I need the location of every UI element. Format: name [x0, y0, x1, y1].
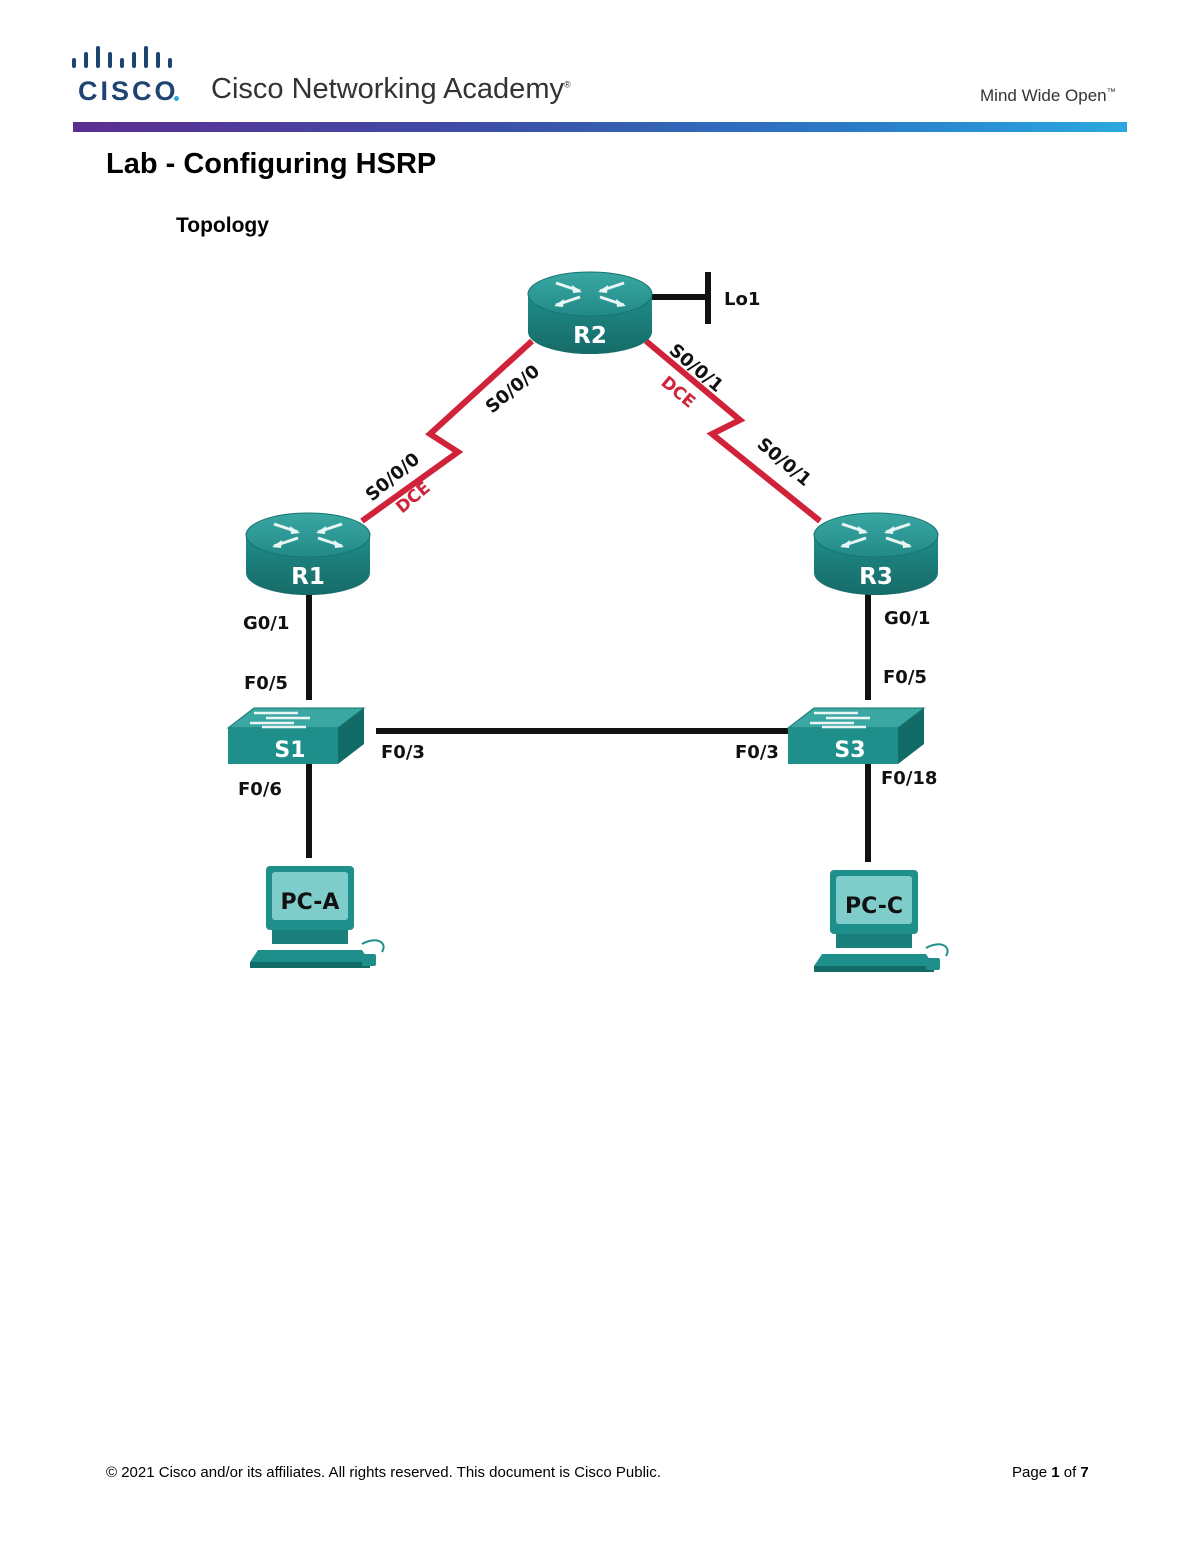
section-heading: Topology	[176, 214, 269, 237]
s3-f018-label: F0/18	[881, 768, 937, 789]
header: CISCO Cisco Networking Academy® Mind Wid…	[0, 0, 1200, 140]
page-total: 7	[1080, 1464, 1089, 1481]
router-r3-label: R3	[859, 564, 893, 590]
router-r2-label: R2	[573, 323, 607, 349]
r3-s001-label: S0/0/1	[753, 434, 815, 491]
academy-text: Cisco Networking Academy	[211, 73, 564, 105]
cisco-logo-bars-icon	[72, 46, 172, 68]
tagline-trademark: ™	[1106, 86, 1116, 97]
r1-g01-label: G0/1	[243, 613, 289, 634]
page-title: Lab - Configuring HSRP	[106, 148, 437, 180]
academy-name: Cisco Networking Academy®	[211, 73, 571, 106]
serial-link-r1-r2	[360, 338, 535, 524]
switch-s1-label: S1	[274, 738, 305, 763]
academy-trademark: ®	[563, 79, 571, 90]
page-of: of	[1063, 1464, 1077, 1481]
footer-copyright: © 2021 Cisco and/or its affiliates. All …	[106, 1464, 661, 1481]
topology-diagram: R2 R1 R3 S1 S3 PC-A PC-C Lo1 S0/0/0 S0/0…	[226, 270, 949, 973]
r2-s000-label: S0/0/0	[482, 361, 544, 418]
serial-link-r2-r3	[644, 338, 822, 524]
page-prefix: Page	[1012, 1464, 1048, 1481]
switch-s3-label: S3	[834, 738, 865, 763]
pc-icon	[249, 865, 385, 969]
cisco-logo-dot	[174, 96, 179, 101]
pc-a-label: PC-A	[281, 890, 340, 915]
r3-g01-label: G0/1	[884, 608, 930, 629]
page-current: 1	[1051, 1464, 1060, 1481]
s3-f05-label: F0/5	[883, 667, 927, 688]
tagline-text: Mind Wide Open	[980, 86, 1107, 105]
header-gradient-bar	[73, 122, 1127, 132]
s1-f03-label: F0/3	[381, 742, 425, 763]
s1-f06-label: F0/6	[238, 779, 282, 800]
router-r1-label: R1	[291, 564, 325, 590]
pc-c-label: PC-C	[845, 894, 903, 919]
footer-page-number: Page 1 of 7	[1012, 1464, 1089, 1481]
pc-icon	[813, 869, 949, 973]
s3-f03-label: F0/3	[735, 742, 779, 763]
lo1-label: Lo1	[724, 289, 760, 310]
cisco-logo-wordmark: CISCO	[78, 76, 179, 106]
s1-f05-label: F0/5	[244, 673, 288, 694]
tagline: Mind Wide Open™	[980, 86, 1116, 106]
